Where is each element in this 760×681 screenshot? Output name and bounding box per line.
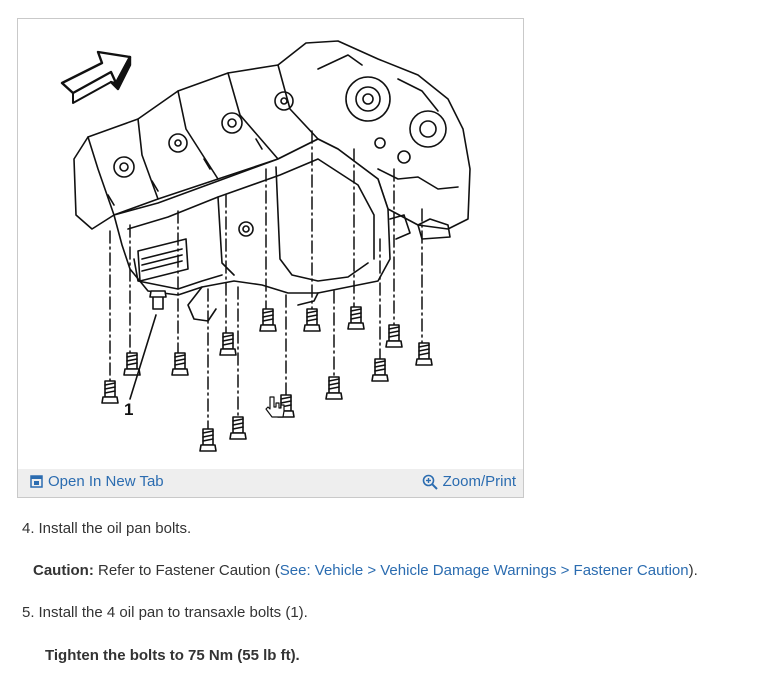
callout-label: 1	[124, 400, 133, 419]
torque-spec: Tighten the bolts to 75 Nm (55 lb ft).	[45, 647, 300, 664]
step-number: 5.	[22, 604, 35, 621]
bolt	[123, 352, 141, 376]
zoom-print-label: Zoom/Print	[442, 473, 516, 490]
callout-leader	[129, 314, 157, 400]
engine-block	[73, 40, 471, 230]
transaxle-bolt	[149, 290, 167, 310]
front-direction-arrow	[60, 50, 132, 104]
step-4: 4.Install the oil pan bolts.	[22, 520, 191, 537]
open-in-new-tab-icon	[30, 475, 43, 488]
caution-note: Caution: Refer to Fastener Caution (See:…	[33, 562, 698, 579]
zoom-print-link[interactable]: Zoom/Print	[422, 473, 516, 490]
bolt-centerlines	[109, 130, 423, 440]
hand-cursor-icon	[265, 396, 285, 418]
fastener-caution-link[interactable]: See: Vehicle > Vehicle Damage Warnings >…	[279, 562, 689, 579]
bolt	[303, 308, 321, 332]
bolt	[371, 358, 389, 382]
bolt	[219, 332, 237, 356]
figure-card: 1 Open In New Tab Zoom/Print	[17, 18, 524, 498]
bolt	[101, 380, 119, 404]
step-text: Install the oil pan bolts.	[38, 520, 192, 537]
bolt	[347, 306, 365, 330]
bolt	[229, 416, 247, 440]
bolt	[259, 308, 277, 332]
bolt	[325, 376, 343, 400]
step-number: 4.	[22, 520, 35, 537]
bolt	[385, 324, 403, 348]
open-in-new-tab-label: Open In New Tab	[48, 473, 164, 490]
figure-toolbar: Open In New Tab Zoom/Print	[18, 469, 523, 497]
bolt	[415, 342, 433, 366]
bolt	[199, 428, 217, 452]
caution-suffix: ).	[688, 562, 698, 579]
oil-pan-bolt-diagram: 1	[60, 40, 471, 452]
bolts	[101, 290, 433, 452]
step-5: 5.Install the 4 oil pan to transaxle bol…	[22, 604, 308, 621]
open-in-new-tab-link[interactable]: Open In New Tab	[30, 473, 164, 490]
bolt	[171, 352, 189, 376]
caution-label: Caution:	[33, 562, 94, 579]
step-text: Install the 4 oil pan to transaxle bolts…	[38, 604, 308, 621]
zoom-in-icon	[422, 474, 438, 490]
caution-text: Refer to Fastener Caution (	[98, 562, 280, 579]
